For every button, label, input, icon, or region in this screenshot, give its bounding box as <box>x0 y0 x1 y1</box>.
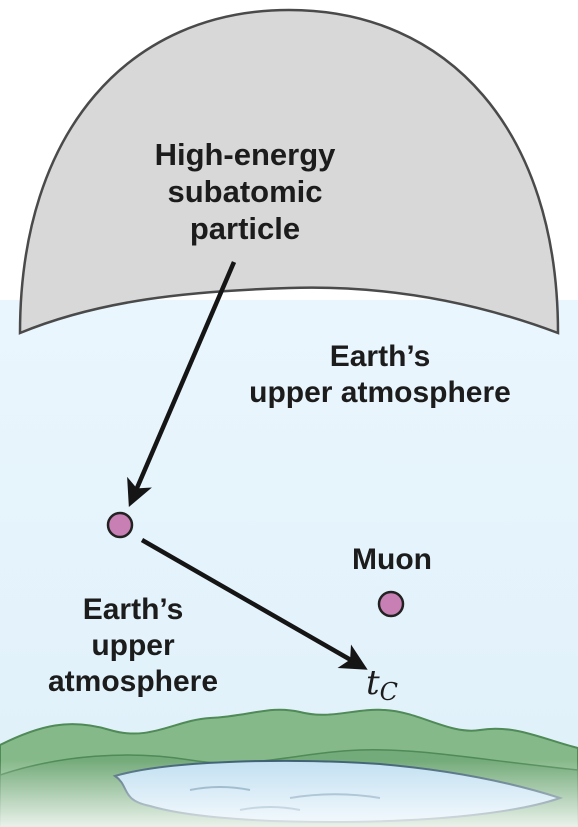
time-constant-label: tC <box>366 663 399 706</box>
muon-label: Muon <box>352 543 432 576</box>
atmosphere-label-line: Earth’s <box>329 340 431 373</box>
atmosphere-label-left: Earth’s upper atmosphere <box>18 592 248 700</box>
particle-label-line: High-energy <box>154 137 336 172</box>
time-subscript: C <box>379 678 399 706</box>
particle-label-line: subatomic <box>167 174 323 210</box>
particle-label: High-energy subatomic particle <box>120 136 370 248</box>
particle-label-line: particle <box>189 211 301 247</box>
bottom-fade <box>0 760 578 827</box>
atmosphere-label-line: upper atmosphere <box>249 376 511 409</box>
muon-decay-arrow <box>140 538 368 670</box>
incoming-particle-arrow <box>127 261 237 507</box>
time-symbol: t <box>366 663 380 703</box>
atmosphere-label-line: atmosphere <box>47 665 219 698</box>
atmosphere-label-line: upper <box>91 629 175 662</box>
atmosphere-label-line: Earth’s <box>82 593 184 626</box>
atmosphere-label-right: Earth’s upper atmosphere <box>225 339 535 411</box>
particle-interaction-point <box>106 511 134 539</box>
space-dome <box>18 8 560 335</box>
muon-dot <box>377 590 405 618</box>
